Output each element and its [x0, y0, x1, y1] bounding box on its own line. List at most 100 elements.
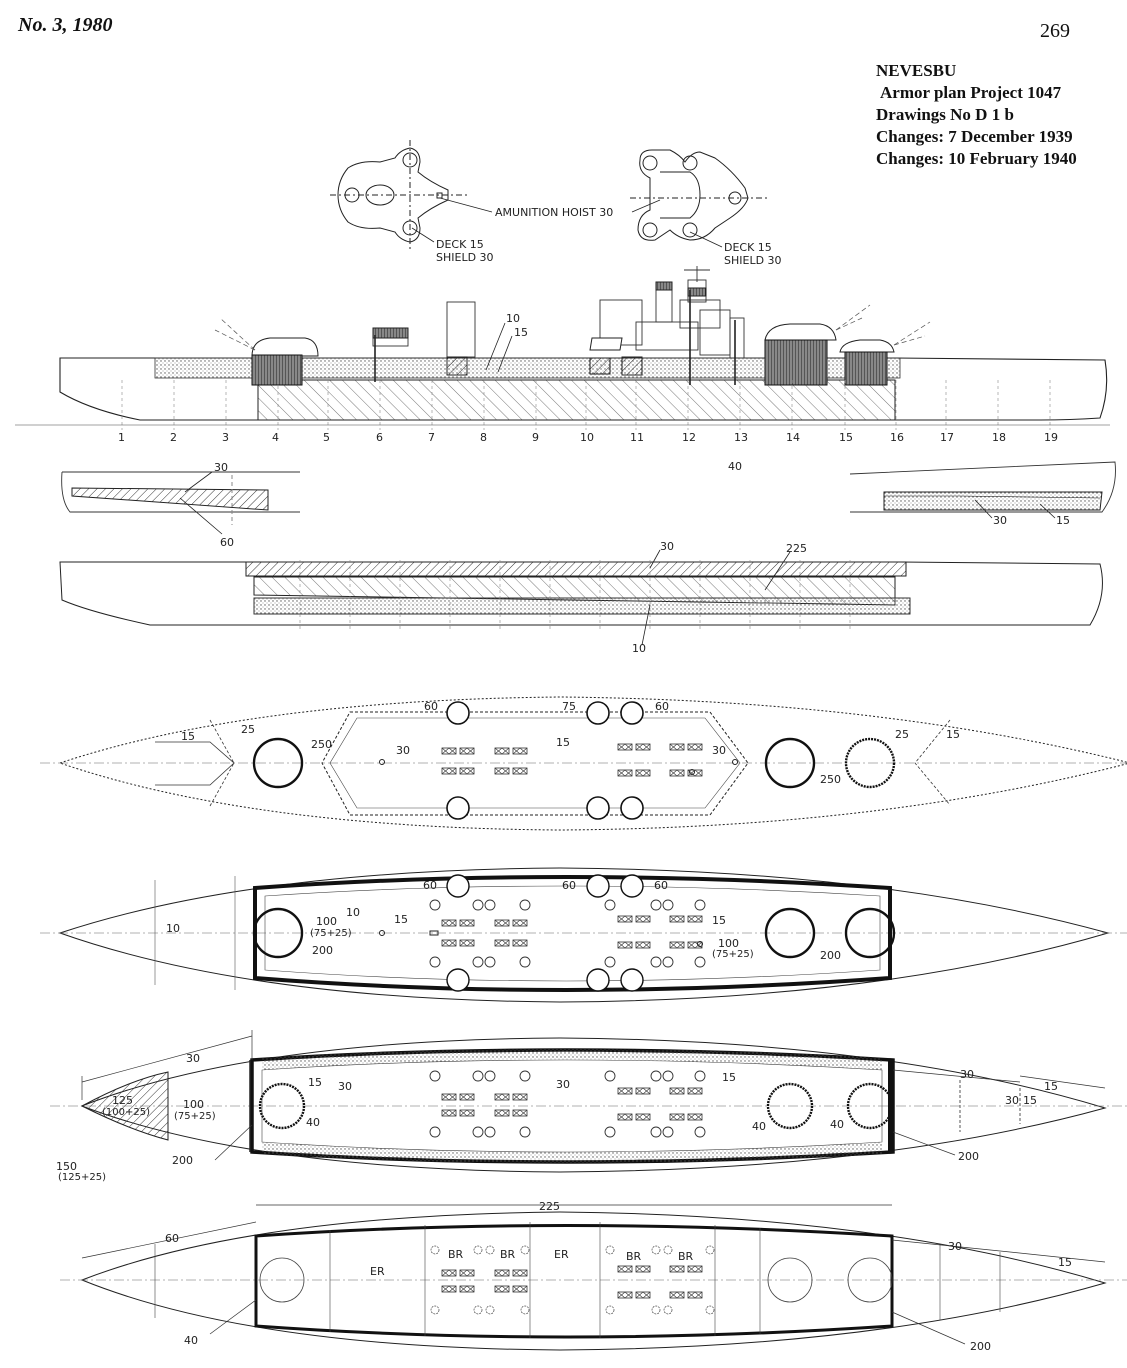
- stern-label-15: 15: [1056, 514, 1070, 527]
- main-label: 60: [562, 879, 576, 892]
- turret-leaders: [411, 197, 723, 248]
- frame-number: 2: [170, 431, 177, 444]
- frame-number: 19: [1044, 431, 1058, 444]
- bow-detail: [61, 471, 300, 535]
- right-deck-label: DECK 15: [724, 241, 772, 254]
- hold-label: BR: [626, 1250, 642, 1263]
- main-label: 15: [712, 914, 726, 927]
- frame-number: 8: [480, 431, 487, 444]
- upper-deck-plan: [40, 696, 1127, 831]
- frame-numbers: 1 2 3 4 5 6 7 8 9 10 11 12 13 14 15 16 1…: [118, 431, 1058, 444]
- belt-label-225: 225: [786, 542, 807, 555]
- frame-number: 18: [992, 431, 1006, 444]
- lower-label: (100+25): [102, 1107, 150, 1118]
- main-label: 100: [718, 937, 739, 950]
- upper-label: 60: [424, 700, 438, 713]
- title-line-2: Armor plan Project 1047: [880, 83, 1062, 102]
- upper-label: 15: [946, 728, 960, 741]
- lower-label: (75+25): [174, 1111, 216, 1122]
- right-shield-label: SHIELD 30: [724, 254, 782, 267]
- hold-plan: [60, 1204, 1127, 1351]
- lower-label: 125: [112, 1094, 133, 1107]
- frame-number: 11: [630, 431, 644, 444]
- title-line-3: Drawings No D 1 b: [876, 105, 1014, 124]
- upper-label: 250: [311, 738, 332, 751]
- lower-label: 30: [960, 1068, 974, 1081]
- frame-number: 3: [222, 431, 229, 444]
- upper-label: 30: [396, 744, 410, 757]
- upper-label: 15: [181, 730, 195, 743]
- frame-number: 5: [323, 431, 330, 444]
- frame-number: 16: [890, 431, 904, 444]
- main-label: 10: [346, 906, 360, 919]
- hold-label: 200: [970, 1340, 991, 1353]
- turret-detail-left: [330, 140, 470, 250]
- belt-section: [59, 549, 1103, 646]
- main-label: (75+25): [310, 928, 352, 939]
- hoist-label: AMUNITION HOIST 30: [495, 206, 613, 219]
- stern-label-40: 40: [728, 460, 742, 473]
- lower-label: 15: [1044, 1080, 1058, 1093]
- lower-label: 40: [752, 1120, 766, 1133]
- stern-label-30: 30: [993, 514, 1007, 527]
- frame-number: 13: [734, 431, 748, 444]
- title-line-4: Changes: 7 December 1939: [876, 127, 1073, 146]
- hold-label: 30: [948, 1240, 962, 1253]
- upper-label: 25: [895, 728, 909, 741]
- side-profile: [15, 266, 1110, 430]
- lower-label: 15: [722, 1071, 736, 1084]
- belt-label-30: 30: [660, 540, 674, 553]
- left-deck-label: DECK 15: [436, 238, 484, 251]
- hold-label: 15: [1058, 1256, 1072, 1269]
- title-block: NEVESBU Armor plan Project 1047 Drawings…: [876, 60, 1077, 170]
- frame-number: 17: [940, 431, 954, 444]
- main-label: (75+25): [712, 949, 754, 960]
- upper-label: 30: [712, 744, 726, 757]
- turret-detail-right: [630, 149, 770, 241]
- lower-label: 40: [306, 1116, 320, 1129]
- frame-number: 7: [428, 431, 435, 444]
- frame-number: 14: [786, 431, 800, 444]
- frame-number: 1: [118, 431, 125, 444]
- frame-number: 6: [376, 431, 383, 444]
- lower-label: 30: [556, 1078, 570, 1091]
- issue-label: No. 3, 1980: [18, 14, 113, 36]
- hold-label: BR: [448, 1248, 464, 1261]
- title-line-1: NEVESBU: [876, 61, 957, 80]
- lower-label: 30: [338, 1080, 352, 1093]
- main-deck-plan: [40, 867, 1127, 1003]
- hold-label: 225: [539, 1200, 560, 1213]
- upper-label: 25: [241, 723, 255, 736]
- upper-label: 60: [655, 700, 669, 713]
- main-label: 60: [423, 879, 437, 892]
- lower-label: 200: [172, 1154, 193, 1167]
- frame-number: 15: [839, 431, 853, 444]
- hold-label: ER: [370, 1265, 385, 1278]
- hold-label: ER: [554, 1248, 569, 1261]
- lower-label: 40: [830, 1118, 844, 1131]
- hold-label: BR: [500, 1248, 516, 1261]
- bow-label-30: 30: [214, 461, 228, 474]
- bow-label-60: 60: [220, 536, 234, 549]
- lower-label: 100: [183, 1098, 204, 1111]
- main-label: 100: [316, 915, 337, 928]
- main-label: 60: [654, 879, 668, 892]
- frame-number: 9: [532, 431, 539, 444]
- lower-label: (125+25): [58, 1172, 106, 1183]
- frame-number: 4: [272, 431, 279, 444]
- lower-label: 150: [56, 1160, 77, 1173]
- profile-label-15: 15: [514, 326, 528, 339]
- lower-label: 30: [1005, 1094, 1019, 1107]
- page-number: 269: [1040, 20, 1070, 42]
- profile-label-10: 10: [506, 312, 520, 325]
- main-label: 10: [166, 922, 180, 935]
- lower-label: 15: [308, 1076, 322, 1089]
- lower-label: 30: [186, 1052, 200, 1065]
- main-label: 200: [820, 949, 841, 962]
- stern-detail: [849, 461, 1116, 519]
- upper-label: 250: [820, 773, 841, 786]
- left-shield-label: SHIELD 30: [436, 251, 494, 264]
- lower-deck-plan: [50, 1030, 1127, 1173]
- hold-label: BR: [678, 1250, 694, 1263]
